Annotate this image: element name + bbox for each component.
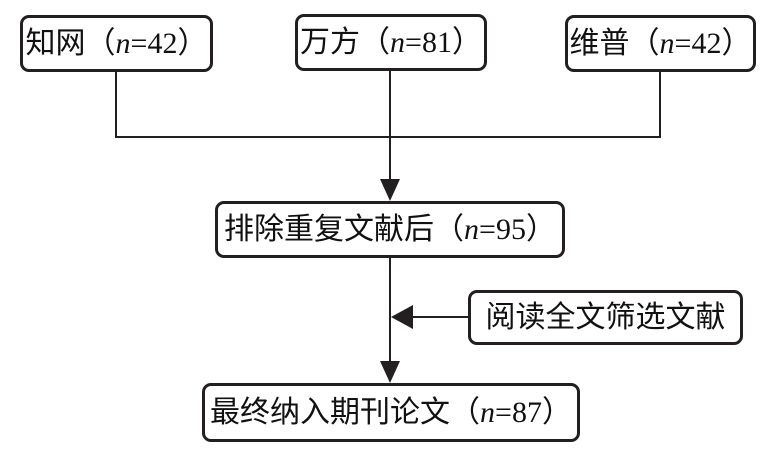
node-cnki: 知网（n=42） [20,15,213,72]
arrowhead-down-dedup [380,179,400,201]
node-screening-label: 阅读全文筛选文献 [485,300,726,334]
n-variable: n [115,26,131,60]
connector-merge-horizontal [115,136,661,138]
arrowhead-left-screening [391,305,413,329]
n-variable: n [659,26,675,60]
node-final-label: 最终纳入期刊论文（n=87） [210,395,572,429]
connector-weipu-stub [659,71,661,138]
label-prefix: 维普（ [569,26,660,60]
label-prefix: 阅读全文筛选文献 [485,300,726,334]
label-suffix: =42） [130,26,208,60]
node-final: 最终纳入期刊论文（n=87） [202,383,580,442]
connector-sources-to-dedup [389,70,391,181]
label-prefix: 最终纳入期刊论文（ [210,395,481,429]
n-variable: n [480,395,496,429]
node-dedup-label: 排除重复文献后（n=95） [224,212,556,246]
label-suffix: =42） [674,26,752,60]
node-screening: 阅读全文筛选文献 [468,290,743,345]
node-dedup: 排除重复文献后（n=95） [215,201,565,258]
label-suffix: =95） [479,212,556,246]
node-cnki-label: 知网（n=42） [25,26,208,60]
label-prefix: 万方（ [300,25,391,59]
n-variable: n [464,212,480,246]
node-weipu: 维普（n=42） [565,15,756,72]
node-wanfang: 万方（n=81） [295,14,487,71]
label-prefix: 知网（ [25,26,116,60]
label-prefix: 排除重复文献后（ [224,212,465,246]
connector-dedup-to-final [389,257,391,363]
arrowhead-down-final [380,361,400,383]
connector-cnki-stub [115,71,117,138]
connector-screening-branch [411,316,468,318]
node-weipu-label: 维普（n=42） [569,26,752,60]
node-wanfang-label: 万方（n=81） [300,25,482,59]
n-variable: n [390,25,406,59]
label-suffix: =81） [405,25,482,59]
label-suffix: =87） [495,395,572,429]
